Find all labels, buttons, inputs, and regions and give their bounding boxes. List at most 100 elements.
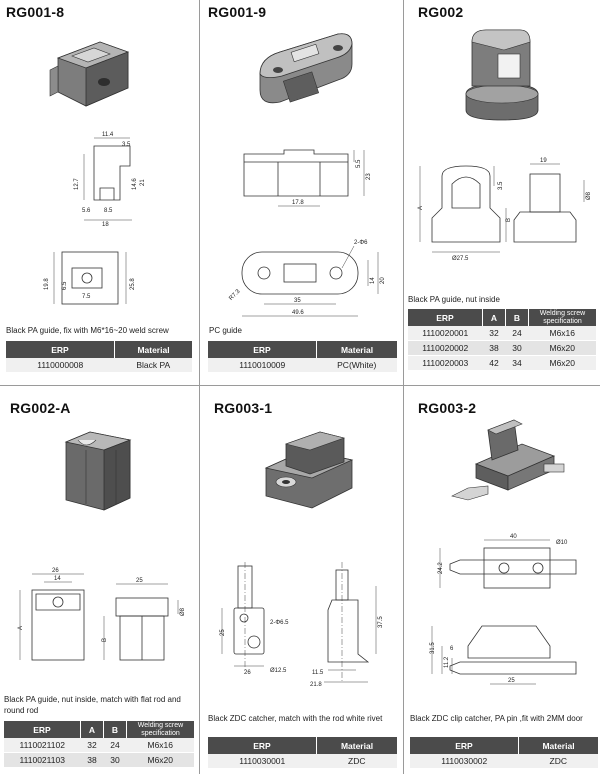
dimension-label: 20: [380, 277, 386, 284]
table-cell: M6x20: [528, 340, 596, 356]
dimension-label: Ø10: [556, 540, 568, 546]
dimension-label: 31.5: [430, 642, 436, 654]
product-card-rg003-1: RG003-1 25 2-Φ6.5 26 Ø12.5 37.5: [200, 386, 403, 774]
table-cell: M6x16: [126, 738, 194, 753]
table-cell: 1110021102: [4, 738, 81, 753]
table-cell: 1110000008: [6, 358, 115, 373]
dimension-label: 11.5: [312, 670, 324, 676]
table-cell: ZDC: [316, 754, 397, 769]
table-cell: 24: [505, 326, 529, 341]
table-header: ERP: [208, 341, 317, 358]
table-header: ERP: [6, 341, 115, 358]
dimension-label: 37.5: [378, 616, 384, 628]
product-card-rg001-8: RG001-8 11.4 3.5 12.7 14.6 21 5.6 8.5 18: [0, 0, 199, 385]
table-cell: 1110030001: [208, 754, 317, 769]
dimension-label: 26: [244, 670, 251, 676]
table-cell: M6x20: [126, 752, 194, 768]
dimension-label: 5.6: [82, 208, 91, 214]
product-3d-view: [49, 41, 130, 107]
product-description: Black PA guide, nut inside, match with f…: [4, 695, 181, 715]
dimension-label: 25: [136, 578, 143, 584]
table-cell: 38: [80, 752, 104, 768]
column-divider: [403, 0, 404, 774]
table-header: ERP: [408, 309, 483, 326]
product-description: Black PA guide, nut inside: [408, 295, 500, 304]
dimension-label: 8.5: [104, 208, 113, 214]
dimension-label: A: [18, 626, 24, 630]
table-header: Material: [114, 341, 192, 358]
product-3d-view: [451, 419, 565, 501]
column-divider: [199, 0, 200, 774]
product-code: RG001-8: [6, 4, 65, 20]
product-code: RG003-1: [214, 400, 273, 416]
top-drawing: 19.8 6.5 7.5 25.8: [44, 251, 136, 305]
table-cell: M6x16: [528, 326, 596, 341]
table-header: B: [505, 309, 529, 326]
product-code: RG002: [418, 4, 464, 20]
product-description: Black PA guide, fix with M6*16~20 weld s…: [6, 326, 169, 335]
dimension-label: A: [418, 206, 424, 210]
table-header: ERP: [410, 737, 519, 754]
table-cell: ZDC: [518, 754, 598, 769]
table-cell: 1110021103: [4, 752, 81, 768]
product-3d-view: [264, 431, 354, 509]
product-code: RG001-9: [208, 4, 267, 20]
table-cell: 34: [505, 355, 529, 371]
product-3d-view: [465, 29, 539, 121]
dimension-label: Ø12.5: [270, 668, 287, 674]
dimension-label: R7.3: [228, 288, 242, 302]
dimension-label: 19.8: [44, 278, 50, 290]
dimension-label: 12.7: [74, 178, 80, 190]
dimension-label: B: [506, 218, 512, 222]
table-cell: 24: [103, 738, 127, 753]
table-header: ERP: [4, 721, 81, 738]
table-cell: Black PA: [114, 358, 192, 373]
product-description: PC guide: [209, 326, 242, 335]
dimension-label: Ø27.5: [452, 256, 469, 262]
product-code: RG002-A: [10, 400, 71, 416]
table-header: A: [482, 309, 506, 326]
table-cell: 32: [482, 326, 506, 341]
row-divider: [0, 385, 600, 386]
table-header: Material: [316, 737, 397, 754]
dimension-label: 17.8: [292, 200, 304, 206]
table-cell: 32: [80, 738, 104, 753]
dimension-label: 14: [54, 576, 61, 582]
product-description: Black ZDC clip catcher, PA pin ,fit with…: [410, 714, 583, 723]
table-cell: M6x20: [528, 355, 596, 371]
side-drawing: 5.5 23 17.8: [243, 149, 372, 207]
product-card-rg002: RG002 3.5 A B Ø27.5 19 Ø8 Black PA: [404, 0, 600, 385]
dimension-label: 35: [294, 298, 301, 304]
product-3d-view: [259, 33, 353, 104]
table-header: ERP: [208, 737, 317, 754]
dimension-label: 3.5: [498, 181, 504, 190]
dimension-label: 2-Φ6: [354, 240, 368, 246]
dimension-label: 40: [510, 534, 517, 540]
dimension-label: 24.2: [438, 562, 444, 574]
product-card-rg003-2: RG003-2 40 Ø10 24.2 31.5 11.2: [404, 386, 600, 774]
dimension-label: 14: [370, 277, 376, 284]
table-cell: PC(White): [316, 358, 397, 373]
dimension-label: 11.2: [444, 656, 450, 668]
dimension-label: 26: [52, 568, 59, 574]
table-cell: 38: [482, 340, 506, 356]
product-card-rg001-9: RG001-9 5.5 23 17.8 2-Φ6: [200, 0, 403, 385]
dimension-label: 18: [102, 222, 109, 228]
dimension-label: 25.8: [130, 278, 136, 290]
table-cell: 30: [103, 752, 127, 768]
dimension-label: 21.8: [310, 682, 322, 688]
dimension-label: 7.5: [82, 294, 91, 300]
table-cell: 1110020001: [408, 326, 483, 341]
dimension-label: 11.4: [102, 132, 114, 138]
table-cell: 30: [505, 340, 529, 356]
section-drawings: 26 14 A 25 Ø8 B: [18, 568, 186, 661]
front-drawing: 11.4 3.5 12.7 14.6 21 5.6 8.5 18: [74, 132, 146, 228]
dimension-label: Ø8: [180, 607, 186, 616]
dimension-label: B: [102, 638, 108, 642]
product-code: RG003-2: [418, 400, 477, 416]
table-cell: 1110020002: [408, 340, 483, 356]
product-description: Black ZDC catcher, match with the rod wh…: [208, 714, 383, 723]
